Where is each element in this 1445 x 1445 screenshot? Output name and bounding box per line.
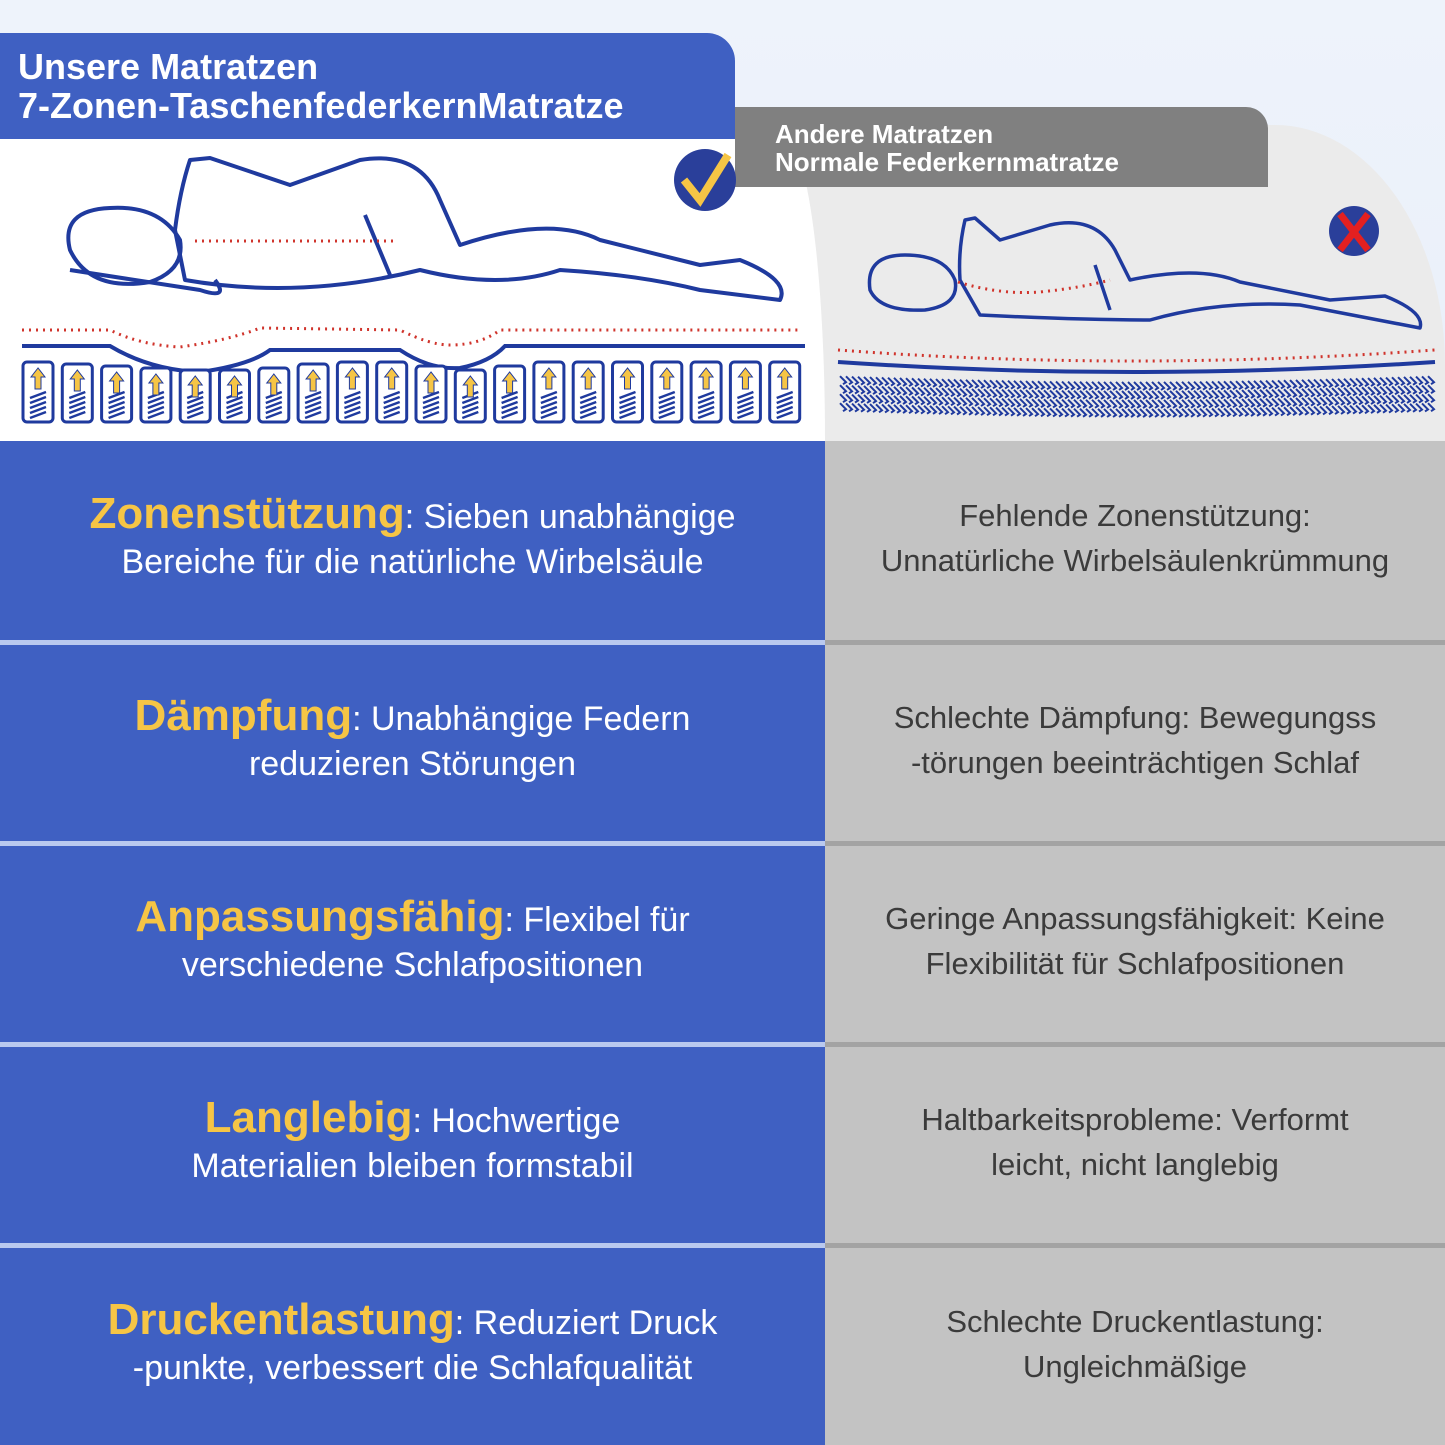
pocket-spring [414,364,448,424]
pocket-spring [375,360,409,424]
others-text-2: Unnatürliche Wirbelsäulenkrümmung [880,542,1390,578]
others-header-line2: Normale Federkernmatratze [775,147,1119,177]
row-divider [0,841,1445,846]
others-text-1: Schlechte Druckentlastung: [946,1303,1324,1339]
spring-coil-row [839,393,1436,409]
others-text-1: Schlechte Dämpfung: Bewegungss [893,700,1377,735]
others-header: Andere Matratzen Normale Federkernmatrat… [735,107,1268,187]
others-feature: Haltbarkeitsprobleme: Verformt leicht, ni… [825,1047,1445,1243]
others-text-1: Fehlende Zonenstützung: [959,497,1311,533]
feature-text-2: Bereiche für die natürliche Wirbelsäule [121,542,704,581]
feature-title: Dämpfung [134,691,353,740]
others-illustration [837,206,1436,418]
ours-header-line1: Unsere Matratzen [18,46,319,87]
feature-title: Druckentlastung [107,1294,455,1344]
pocket-spring [689,360,723,424]
pocket-spring [218,368,251,424]
check-icon [674,149,736,211]
comparison-row: Druckentlastung: Reduziert Druck -punkte,… [0,1248,1445,1445]
others-feature: Schlechte Druckentlastung: Ungleichmäßige [825,1248,1445,1445]
spring-coil-row [839,384,1436,400]
pocket-spring [100,364,134,424]
comparison-row: Anpassungsfähig: Flexibel für verschieden… [0,846,1445,1042]
comparison-row: Dämpfung: Unabhängige Federn reduzieren S… [0,645,1445,841]
pocket-spring [453,368,487,424]
row-divider [0,1243,1445,1248]
pocket-spring [257,366,291,424]
pocket-spring [178,368,212,424]
bonnell-springs [839,375,1436,418]
pocket-spring [21,360,55,424]
pocket-spring [728,360,762,424]
others-text-2: leicht, nicht langlebig [991,1147,1279,1182]
sleeping-figure-icon [66,156,784,302]
feature-text: : Flexibel für [504,901,690,939]
row-divider [0,1042,1445,1047]
ours-feature: Anpassungsfähig: Flexibel für verschieden… [0,846,825,1042]
ours-illustration [21,149,805,424]
x-icon [1329,206,1379,256]
pocket-spring [650,360,684,424]
pocket-spring [768,360,802,424]
others-text-2: -törungen beeinträchtigen Schlaf [910,745,1360,780]
feature-title: Zonenstützung [89,488,405,538]
feature-text-2: Materialien bleiben formstabil [191,1147,634,1185]
spring-coil-row [839,375,1436,391]
others-text-2: Ungleichmäßige [1023,1348,1247,1384]
row-divider [0,640,1445,645]
pocket-spring [532,360,566,424]
spring-coil-row [839,402,1436,418]
others-feature: Fehlende Zonenstützung: Unnatürliche Wirb… [825,441,1445,640]
feature-text: : Reduziert Druck [454,1303,718,1342]
others-text-2: Flexibilität für Schlafpositionen [925,946,1345,981]
feature-text: : Hochwertige [412,1102,621,1140]
others-feature: Schlechte Dämpfung: Bewegungss -törungen … [825,645,1445,841]
others-text-1: Geringe Anpassungsfähigkeit: Keine [885,901,1385,936]
others-text-1: Haltbarkeitsprobleme: Verformt [921,1102,1349,1137]
feature-text-2: -punkte, verbessert die Schlafqualität [132,1348,693,1387]
pocket-spring [611,360,644,424]
feature-text-2: verschiedene Schlafpositionen [181,946,644,984]
feature-title: Langlebig [204,1093,413,1142]
pocket-spring [60,362,94,424]
mattress-surface [22,344,805,375]
pocket-springs [21,360,802,424]
others-header-line1: Andere Matratzen [775,119,994,149]
pressure-line [837,348,1436,363]
pocket-spring [335,360,369,424]
ours-feature: Dämpfung: Unabhängige Federn reduzieren S… [0,645,825,841]
ours-feature: Druckentlastung: Reduziert Druck -punkte,… [0,1248,825,1445]
feature-text: : Sieben unabhängige [404,497,736,536]
ours-header: Unsere Matratzen 7-Zonen-Taschenfederker… [0,33,735,139]
feature-text-2: reduzieren Störungen [248,745,576,783]
feature-text: : Unabhängige Federn [352,700,691,738]
pocket-spring [493,364,527,424]
mattress-surface [837,360,1436,374]
pocket-spring [571,360,605,424]
feature-title: Anpassungsfähig [135,892,505,941]
pocket-spring [296,362,330,424]
ours-header-line2: 7-Zonen-TaschenfederkernMatratze [18,85,624,126]
pocket-spring [139,366,173,424]
sleeping-figure-icon [867,216,1423,330]
